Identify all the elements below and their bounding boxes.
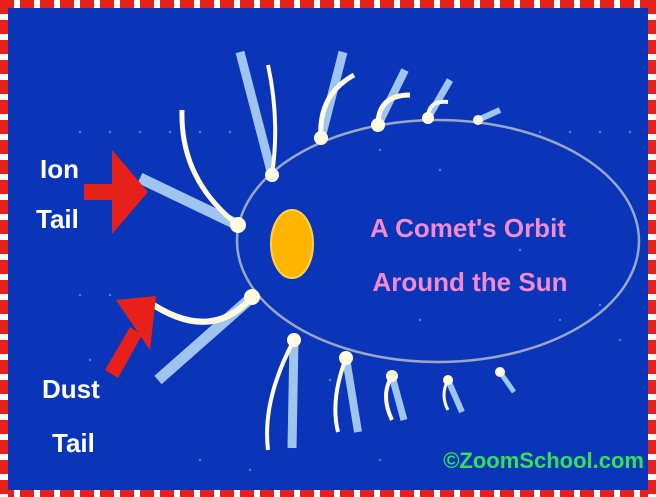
- ion-tail-arrow: [84, 150, 148, 234]
- comet-upper-4: [422, 80, 450, 124]
- comet-lower-4: [443, 375, 462, 412]
- comet-upper-2: [314, 52, 354, 145]
- title-line-1: A Comet's Orbit: [370, 213, 566, 243]
- dust-label: Dust: [42, 374, 100, 404]
- credit-label: ©ZoomSchool.com: [443, 448, 644, 473]
- ion-tail-label: Tail: [36, 204, 79, 234]
- comet-lower-1: [267, 333, 301, 450]
- comet-lower-5: [495, 367, 514, 392]
- comet-upper-1: [240, 52, 279, 182]
- dust-tail-label: Tail: [52, 428, 95, 458]
- comet-lower-2: [335, 351, 358, 432]
- ion-label: Ion: [40, 154, 79, 184]
- dust-tail-arrow: [105, 296, 156, 378]
- comet-dust-example: [146, 289, 260, 380]
- comet-ion-example: [140, 110, 246, 233]
- sun: [271, 210, 313, 278]
- comet-lower-3: [386, 370, 404, 420]
- title-line-2: Around the Sun: [373, 267, 568, 297]
